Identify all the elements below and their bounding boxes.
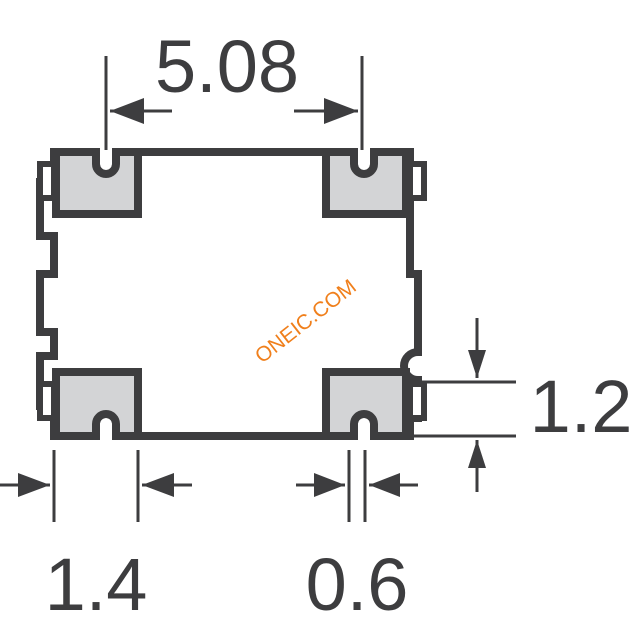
tab-right-top	[407, 161, 427, 201]
tab-left-top	[37, 161, 57, 201]
dimension-pitch-label: 5.08	[155, 25, 299, 108]
dimension-pad-width-label: 1.4	[45, 543, 148, 626]
watermark-text: ONEIC.COM	[251, 275, 361, 368]
tab-left-bottom	[37, 381, 57, 421]
pad-top-right	[322, 148, 410, 218]
dimension-slot-width-label: 0.6	[306, 543, 409, 626]
dimension-pad-height-label: 1.2	[530, 365, 633, 448]
tab-right-bottom	[407, 381, 427, 421]
pad-bottom-right	[322, 368, 410, 440]
pad-bottom-left	[52, 368, 142, 440]
pad-top-left	[52, 148, 142, 218]
